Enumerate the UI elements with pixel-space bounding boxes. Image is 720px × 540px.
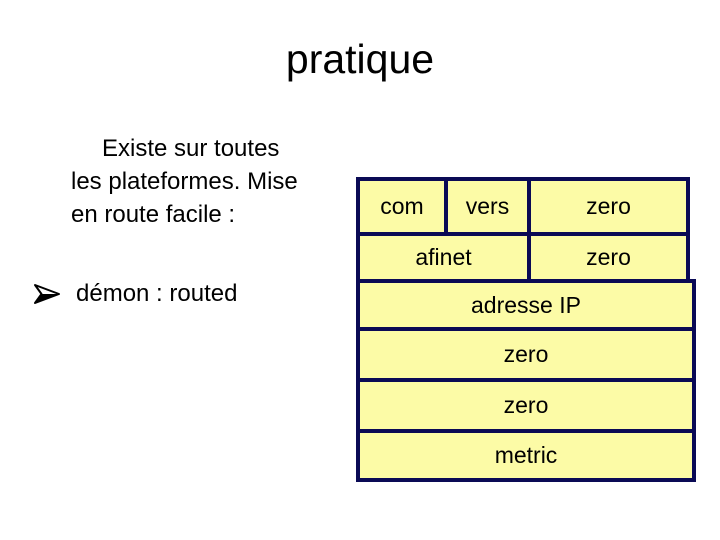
intro-line: les plateformes. Mise bbox=[71, 168, 298, 195]
intro-line: en route facile : bbox=[71, 201, 236, 228]
cell-zero-4: zero bbox=[356, 378, 696, 433]
bullet-text: démon : routed bbox=[76, 280, 238, 307]
cell-afinet: afinet bbox=[356, 232, 531, 283]
diagram-row-1: com vers zero bbox=[356, 177, 696, 236]
diagram-row-6: metric bbox=[356, 429, 696, 482]
diagram-row-2: afinet zero bbox=[356, 232, 696, 283]
cell-metric: metric bbox=[356, 429, 696, 482]
intro-paragraph: Existe sur toutes les plateformes. Mise … bbox=[71, 132, 298, 231]
bullet-item-demon: démon : routed bbox=[33, 279, 237, 309]
intro-line: Existe sur toutes bbox=[102, 135, 280, 162]
cell-adresse-ip: adresse IP bbox=[356, 279, 696, 331]
cell-zero-1: zero bbox=[527, 177, 690, 236]
cell-vers: vers bbox=[444, 177, 531, 236]
arrowhead-bullet-icon bbox=[34, 284, 60, 304]
cell-com: com bbox=[356, 177, 448, 236]
diagram-row-3: adresse IP bbox=[356, 279, 696, 331]
cell-zero-3: zero bbox=[356, 327, 696, 382]
diagram-row-4: zero bbox=[356, 327, 696, 382]
cell-zero-2: zero bbox=[527, 232, 690, 283]
slide-title: pratique bbox=[285, 36, 435, 82]
diagram-row-5: zero bbox=[356, 378, 696, 433]
routing-table-diagram: com vers zero afinet zero adresse IP zer… bbox=[356, 177, 696, 482]
